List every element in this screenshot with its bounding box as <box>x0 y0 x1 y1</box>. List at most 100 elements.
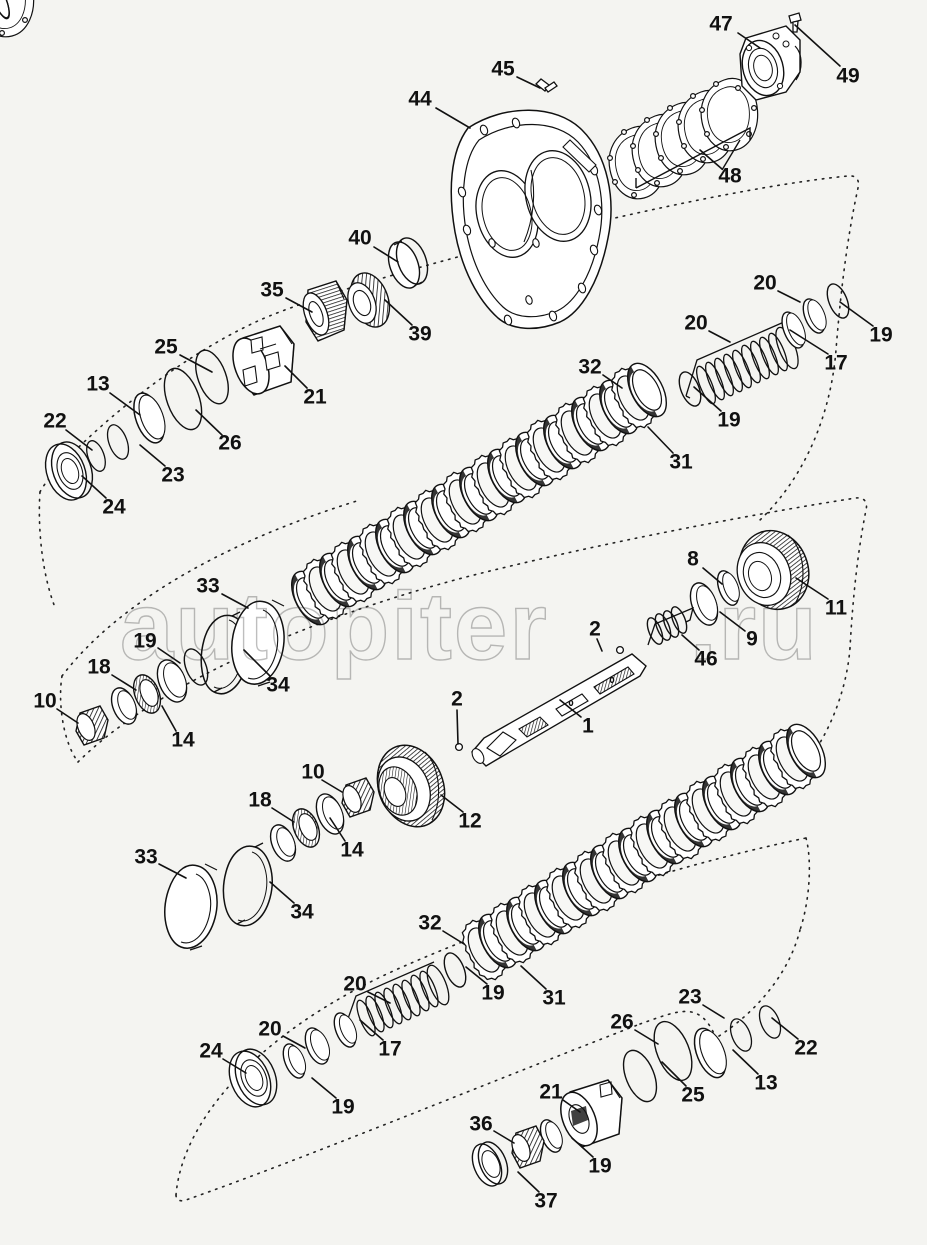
part-13-shim-upper <box>133 392 166 444</box>
callout-label-25: 25 <box>681 1083 705 1107</box>
callout-label-18: 18 <box>87 655 111 679</box>
part-26-ring-upper <box>163 367 203 431</box>
leader-line-20 <box>367 991 391 1004</box>
callout-label-10: 10 <box>301 760 325 784</box>
part-18-washer-lower <box>269 824 297 862</box>
leader-line-31 <box>647 426 674 454</box>
callout-label-34: 34 <box>290 900 314 924</box>
callout-label-32: 32 <box>418 911 442 935</box>
leader-line-48 <box>699 149 723 170</box>
callout-label-14: 14 <box>340 838 364 862</box>
part-1-main-shaft <box>471 653 647 767</box>
callout-label-9: 9 <box>746 627 758 651</box>
part-11-output-gear <box>736 529 810 611</box>
part-14-washer-lower <box>315 793 345 835</box>
leader-line-26 <box>195 409 223 436</box>
leader-line-44 <box>435 107 471 129</box>
leader-line-35 <box>285 297 313 313</box>
part-45-bolt <box>535 78 558 93</box>
leader-line-17 <box>789 329 829 355</box>
part-22-ring-lower <box>758 1005 782 1039</box>
callout-label-19: 19 <box>331 1095 355 1119</box>
callout-label-32: 32 <box>578 355 602 379</box>
callout-label-20: 20 <box>343 972 367 996</box>
part-40-bearing-cup <box>387 237 429 289</box>
callout-label-49: 49 <box>836 64 860 88</box>
leader-line-24 <box>81 475 107 499</box>
part-44-housing-cover <box>450 109 612 330</box>
callout-label-8: 8 <box>687 547 699 571</box>
part-2-ball-a <box>454 742 464 752</box>
part-19-ring-a <box>826 283 850 319</box>
leader-line-39 <box>384 299 413 326</box>
part-25-ring-lower <box>622 1049 658 1103</box>
part-18-needle-cage-lower <box>291 808 321 848</box>
leader-line-34 <box>243 649 271 677</box>
leader-line-19 <box>839 301 874 327</box>
part-19-ring-e <box>282 1043 307 1079</box>
part-9-washer <box>689 582 719 626</box>
callout-label-18: 18 <box>248 788 272 812</box>
leader-line-18 <box>271 807 295 823</box>
callout-label-45: 45 <box>491 57 515 81</box>
leader-line-33 <box>158 863 187 879</box>
callout-label-22: 22 <box>794 1036 818 1060</box>
callout-label-24: 24 <box>199 1039 223 1063</box>
callout-label-34: 34 <box>266 673 290 697</box>
leader-line-13 <box>732 1049 759 1075</box>
leader-line-31 <box>520 965 547 990</box>
part-21-clutch-hub-upper <box>232 325 295 396</box>
leader-line-19 <box>571 1137 594 1158</box>
part-2-ball-b <box>615 645 625 655</box>
leader-line-19 <box>311 1077 337 1099</box>
leader-line-10 <box>56 708 79 724</box>
callout-label-35: 35 <box>260 278 284 302</box>
part-10-needle-bearing-lower <box>341 777 375 818</box>
part-33-ring-upper <box>231 599 285 687</box>
leader-line-2 <box>596 638 603 652</box>
callout-label-19: 19 <box>869 323 893 347</box>
callout-label-21: 21 <box>303 385 327 409</box>
part-20-ring-b <box>304 1027 331 1065</box>
leader-line-14 <box>329 817 346 842</box>
leader-line-20 <box>708 330 731 343</box>
part-36-tapered-bearing <box>511 1125 545 1169</box>
callout-label-24: 24 <box>102 495 126 519</box>
part-20-ring-a <box>802 298 827 334</box>
part-31-32-clutch-pack-lower <box>453 717 835 987</box>
callout-label-11: 11 <box>824 596 848 620</box>
part-39-tapered-bearing <box>347 272 391 328</box>
part-49-bolt <box>788 12 802 33</box>
callout-label-19: 19 <box>481 981 505 1005</box>
leader-line-14 <box>161 705 177 732</box>
leader-line-17 <box>359 1019 384 1041</box>
callout-label-21: 21 <box>539 1080 563 1104</box>
part-33-ring-lower <box>164 863 218 951</box>
callout-label-17: 17 <box>378 1037 402 1061</box>
callout-label-19: 19 <box>133 629 157 653</box>
callout-label-19: 19 <box>717 408 741 432</box>
callout-label-12: 12 <box>458 809 482 833</box>
part-48-gasket-stack <box>0 0 759 200</box>
callout-label-20: 20 <box>258 1017 282 1041</box>
leader-line-10 <box>321 779 343 793</box>
callout-label-47: 47 <box>709 12 733 36</box>
leader-line-46 <box>681 634 700 651</box>
part-12-driven-gear <box>376 744 446 828</box>
callout-label-40: 40 <box>348 226 372 250</box>
part-21-clutch-hub-lower <box>560 1079 623 1148</box>
leader-line-19 <box>157 647 181 664</box>
leader-line-9 <box>719 611 746 632</box>
part-19-ring-f <box>539 1119 563 1153</box>
part-37-bearing-cup <box>471 1141 509 1187</box>
part-23-ring-upper <box>106 424 130 460</box>
callout-label-1: 1 <box>582 714 594 738</box>
leader-line-33 <box>221 593 249 609</box>
callout-label-31: 31 <box>542 986 566 1010</box>
part-18-needle-cage-upper <box>132 674 162 714</box>
leader-line-23 <box>139 444 166 467</box>
callout-label-2: 2 <box>451 687 463 711</box>
part-17-shim-lower <box>333 1012 358 1048</box>
callout-label-36: 36 <box>469 1112 493 1136</box>
